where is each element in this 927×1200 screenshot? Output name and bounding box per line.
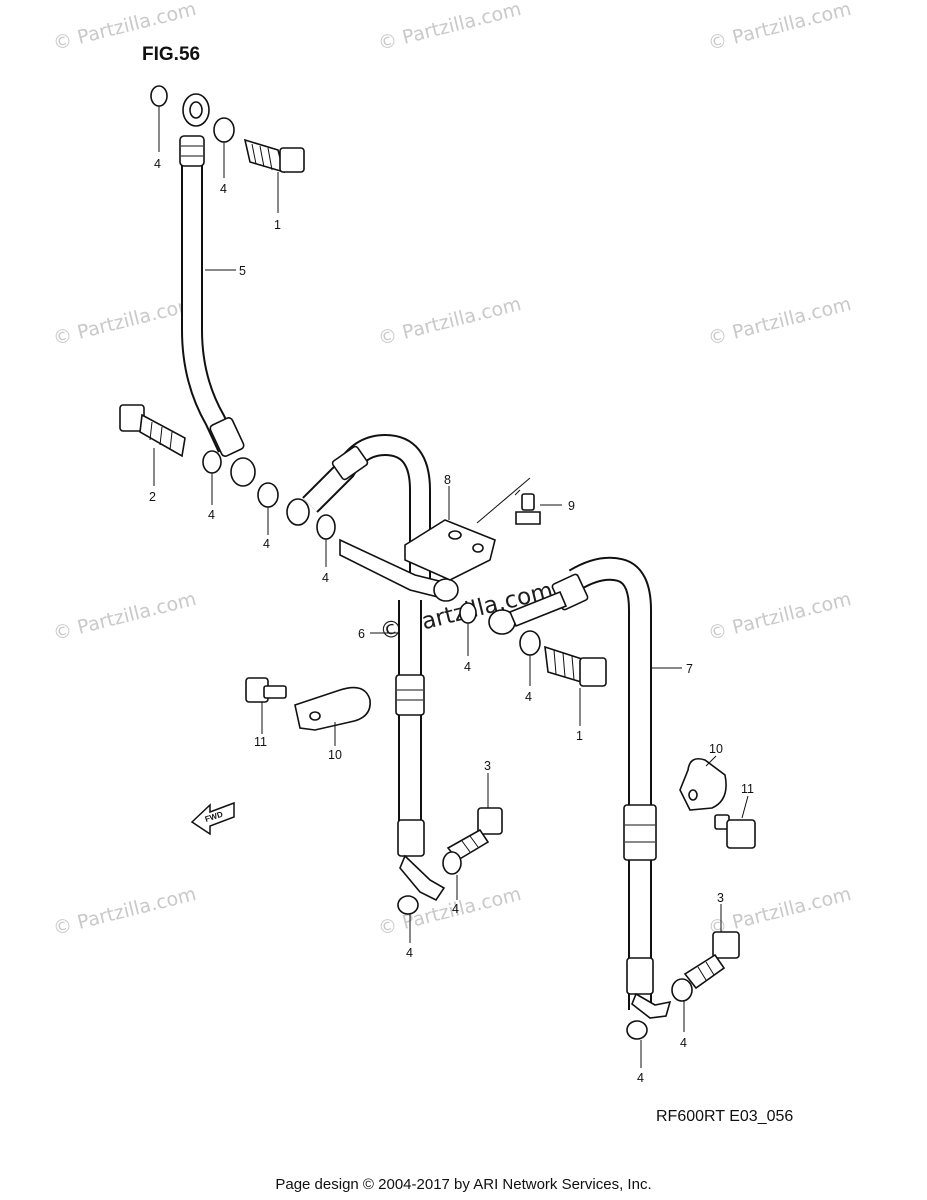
clamp-10-left: [294, 686, 371, 731]
callout-label: 2: [149, 490, 156, 504]
callout-label: 4: [322, 571, 329, 585]
callout-label: 4: [680, 1036, 687, 1050]
union-bolt-3-left: [446, 807, 503, 862]
washer-4: [213, 117, 235, 143]
callout-label: 11: [254, 735, 267, 749]
watermark: © Partzilla.com: [376, 293, 524, 350]
washer-group-bottom: [397, 851, 693, 1040]
leader-lines: [153, 106, 749, 1068]
watermark: © Partzilla.com: [51, 0, 199, 55]
diagram-code: RF600RT E03_056: [656, 1108, 794, 1125]
union-bolt-1-mid: [544, 645, 607, 687]
washer-4: [626, 1020, 648, 1040]
callout-label: 4: [406, 946, 413, 960]
bolt-9: [515, 493, 541, 525]
clamp-10-right: [679, 757, 727, 811]
callout-label: 3: [484, 759, 491, 773]
callout-label: 10: [709, 742, 723, 756]
watermark: © Partzilla.com: [706, 293, 854, 350]
callout-label: 3: [717, 891, 724, 905]
figure-title: FIG.56: [142, 44, 201, 65]
washer-4: [671, 978, 693, 1002]
callout-labels: 4 4 1 5 2 4 4 8 9 4 6 4 4 1 7 11 10 10 1…: [149, 157, 754, 1085]
callout-label: 4: [208, 508, 215, 522]
callout-label: 8: [444, 473, 451, 487]
union-bolt-1-top: [243, 138, 305, 174]
callout-label: 4: [452, 902, 459, 916]
fwd-arrow-icon: FWD: [190, 801, 235, 836]
callout-label: 1: [274, 218, 281, 232]
callout-label: 9: [568, 499, 575, 513]
callout-label: 4: [464, 660, 471, 674]
washer-4: [150, 85, 168, 107]
union-bolt-3-right: [683, 931, 740, 990]
callout-label: 5: [239, 264, 246, 278]
washer-4: [257, 482, 279, 508]
washer-4: [202, 450, 222, 474]
callout-label: 7: [686, 662, 693, 676]
watermark: © Partzilla.com: [51, 588, 199, 645]
watermark: © Partzilla.com: [376, 883, 524, 940]
washer-4: [442, 851, 462, 875]
brake-hose-5: [179, 93, 256, 487]
callout-label: 4: [637, 1071, 644, 1085]
callout-label: 10: [328, 748, 342, 762]
washer-group-top: [150, 85, 541, 656]
bolt-11-right: [714, 814, 756, 849]
washer-4: [316, 514, 336, 540]
callout-label: 4: [263, 537, 270, 551]
watermark: © Partzilla.com: [51, 883, 199, 940]
washer-4: [397, 895, 419, 915]
watermark: © Partzilla.com: [706, 588, 854, 645]
watermark: © Partzilla.com: [376, 0, 524, 55]
brake-hose-7: [488, 556, 672, 1019]
page-footer: Page design © 2004-2017 by ARI Network S…: [275, 1176, 652, 1193]
callout-label: 4: [154, 157, 161, 171]
hose-joint-bracket-8: [404, 477, 531, 581]
washer-4: [519, 630, 541, 656]
callout-label: 4: [220, 182, 227, 196]
watermark: © Partzilla.com: [51, 293, 199, 350]
callout-label: 6: [358, 627, 365, 641]
washer-4: [459, 602, 477, 624]
callout-label: 1: [576, 729, 583, 743]
bolt-11-left: [245, 677, 287, 703]
union-bolt-2: [119, 404, 186, 458]
callout-label: 11: [741, 782, 754, 796]
callout-label: 4: [525, 690, 532, 704]
brake-hose-6: [286, 433, 459, 902]
watermark-layer: © Partzilla.com © Partzilla.com © Partzi…: [51, 0, 854, 940]
watermark: © Partzilla.com: [706, 0, 854, 55]
